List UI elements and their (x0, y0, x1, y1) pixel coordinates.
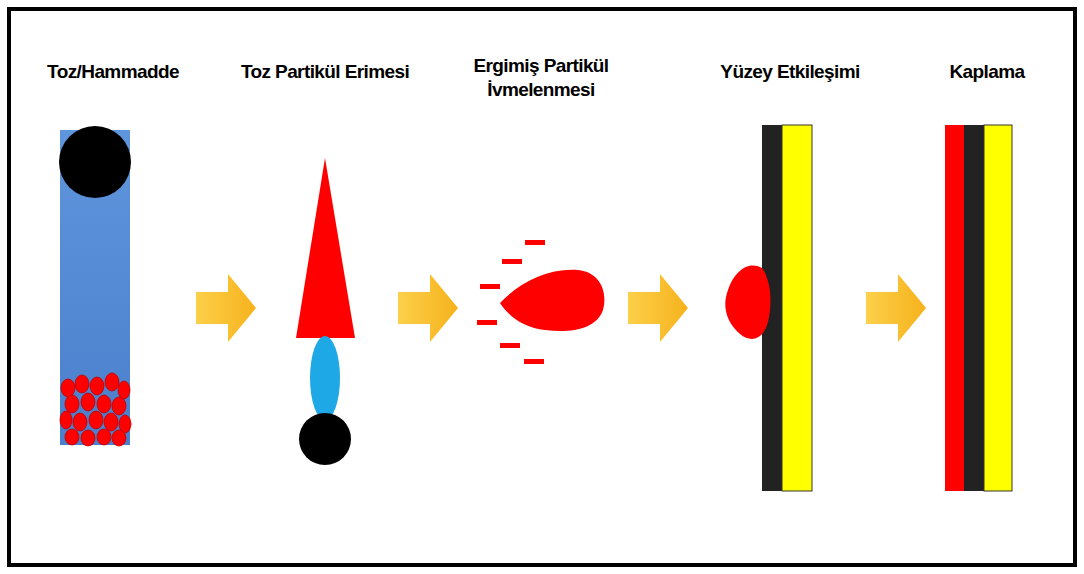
powder-ball (59, 126, 131, 198)
flow-arrow (866, 274, 926, 342)
coating-black (964, 125, 984, 491)
frame (9, 9, 1075, 565)
flow-arrow (398, 274, 458, 342)
stage-title: Yüzey Etkileşimi (695, 60, 885, 84)
coating-yellow (984, 125, 1012, 491)
stage-title: Kaplama (912, 60, 1062, 84)
stage-title: Ergimiş Partikül İvmelenmesi (456, 54, 626, 102)
torch-ball (299, 413, 351, 465)
flame-core (310, 336, 340, 420)
coating-red (945, 125, 964, 491)
flow-arrow (628, 274, 688, 342)
flame (296, 158, 355, 338)
molten-particle (500, 270, 604, 331)
stage-title: Toz/Hammadde (23, 60, 203, 84)
impact-particle (725, 265, 770, 338)
powder-particles (60, 373, 131, 446)
motion-dashes (477, 240, 545, 364)
flow-arrow (196, 274, 256, 342)
substrate-yellow (782, 125, 812, 491)
stage-title: Toz Partikül Erimesi (225, 60, 425, 84)
